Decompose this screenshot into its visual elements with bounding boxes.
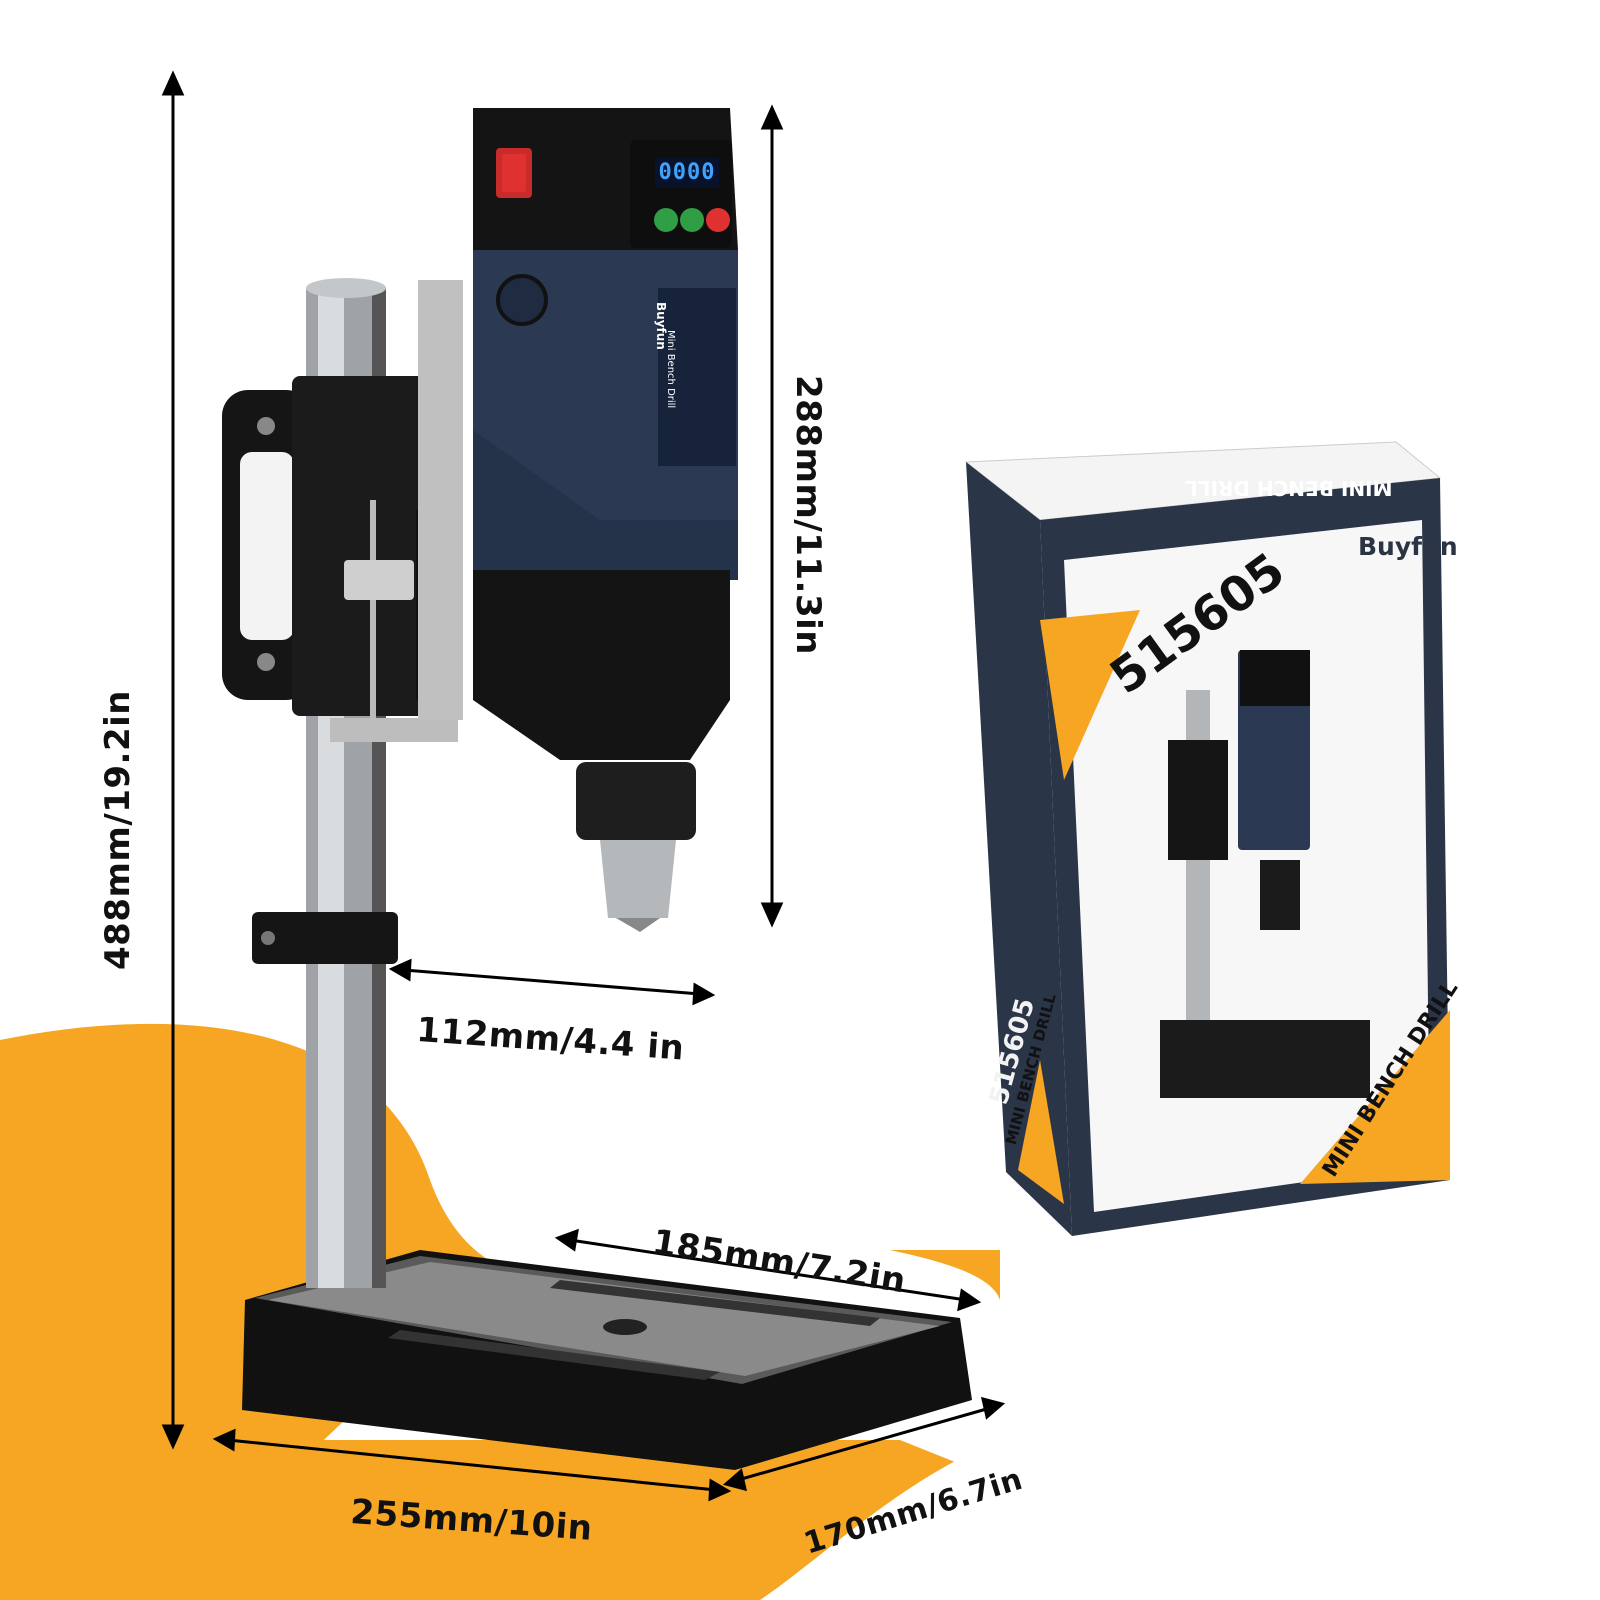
rpm-display: 0000 [655,158,719,188]
feed-housing [222,376,458,742]
base-depth-dimension-arrow [722,1396,1006,1492]
table-width-dimension-arrow [554,1228,982,1312]
head-height-label: 288mm/11.3in [788,375,828,655]
package-top-text: MINI BENCH DRILL [1185,476,1393,500]
drill-head [418,108,738,932]
base-width-dimension-arrow [212,1428,732,1502]
throat-dimension-arrow [388,958,716,1006]
white-corner [760,1440,1000,1600]
drill-label-name: Mini Bench Drill [665,330,676,409]
height-dimension-arrow [161,70,185,1450]
head-height-dimension-arrow [760,104,784,928]
drill-base [242,1250,972,1470]
package-brand: Buyfun [1358,532,1458,561]
package-box [964,441,1450,1236]
orange-floor-shape [180,1440,1000,1600]
total-height-label: 488mm/19.2in [98,690,138,970]
